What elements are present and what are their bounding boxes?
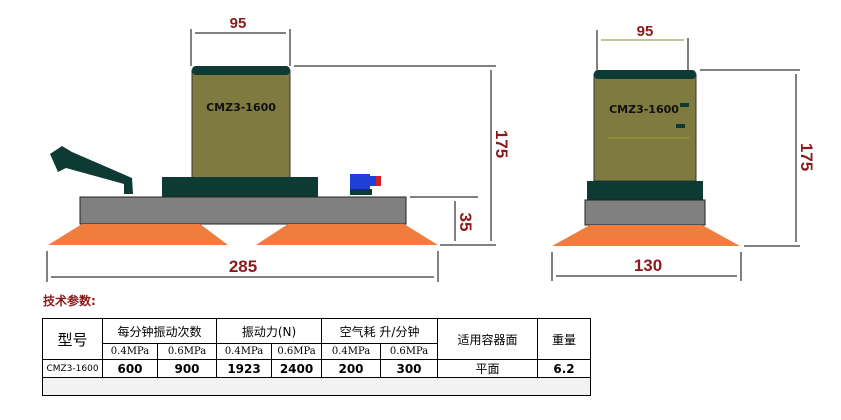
front-plate xyxy=(79,196,407,225)
header-weight: 重量 xyxy=(537,318,592,360)
pressure-cell: 0.4MPa xyxy=(102,343,158,360)
front-view: 95 CMZ3-1600 175 35 285 xyxy=(46,15,511,282)
table-row: CMZ3-1600 600 900 1923 2400 200 300 平面 6… xyxy=(42,359,592,378)
row-container: 平面 xyxy=(437,359,539,378)
row-value: 300 xyxy=(380,359,439,378)
technical-drawing: 95 CMZ3-1600 175 35 285 xyxy=(46,15,816,282)
section-title: 技术参数: xyxy=(43,294,96,308)
pressure-cell: 0.4MPa xyxy=(321,343,382,360)
front-dim-width: 285 xyxy=(229,257,257,276)
pressure-cell: 0.6MPa xyxy=(156,343,218,360)
side-pad xyxy=(552,225,740,246)
side-dim-height: 175 xyxy=(797,143,816,171)
header-air-consumption: 空气耗 升/分钟 xyxy=(321,318,439,344)
row-value: 600 xyxy=(102,359,158,378)
row-value: 1923 xyxy=(216,359,273,378)
side-base-block xyxy=(587,181,703,201)
row-model: CMZ3-1600 xyxy=(42,359,103,378)
spec-header-row: 型号 每分钟振动次数 振动力(N) 空气耗 升/分钟 适用容器面 重量 xyxy=(42,318,592,360)
front-body xyxy=(191,69,291,183)
row-value: 900 xyxy=(156,359,218,378)
side-dim-top: 95 xyxy=(637,23,654,40)
row-value: 200 xyxy=(321,359,382,378)
pressure-cell: 0.6MPa xyxy=(380,343,439,360)
side-body-cap xyxy=(594,70,696,79)
front-dim-top: 95 xyxy=(230,15,247,32)
pressure-cell: 0.6MPa xyxy=(271,343,323,360)
front-handle xyxy=(50,146,133,194)
side-plate xyxy=(584,199,706,226)
front-pad-left xyxy=(48,224,228,245)
front-pad-right xyxy=(256,224,438,245)
front-dim-base: 35 xyxy=(456,213,475,232)
front-dim-height: 175 xyxy=(492,130,511,158)
table-row-empty xyxy=(41,377,592,396)
side-view: 95 CMZ3-1600 175 130 xyxy=(551,23,816,281)
side-model-label: CMZ3-1600 xyxy=(609,103,679,116)
header-container: 适用容器面 xyxy=(437,318,539,360)
front-base-block xyxy=(162,177,318,198)
side-dim-width: 130 xyxy=(634,256,662,275)
spec-table: 型号 每分钟振动次数 振动力(N) 空气耗 升/分钟 适用容器面 重量 0.4M… xyxy=(41,318,592,396)
row-value: 2400 xyxy=(271,359,323,378)
header-model: 型号 xyxy=(42,318,103,360)
front-model-label: CMZ3-1600 xyxy=(206,101,276,114)
row-weight: 6.2 xyxy=(537,359,592,378)
front-body-cap xyxy=(192,66,290,75)
header-frequency: 每分钟振动次数 xyxy=(101,318,218,344)
header-force: 振动力(N) xyxy=(216,318,323,344)
pressure-cell: 0.4MPa xyxy=(216,343,273,360)
